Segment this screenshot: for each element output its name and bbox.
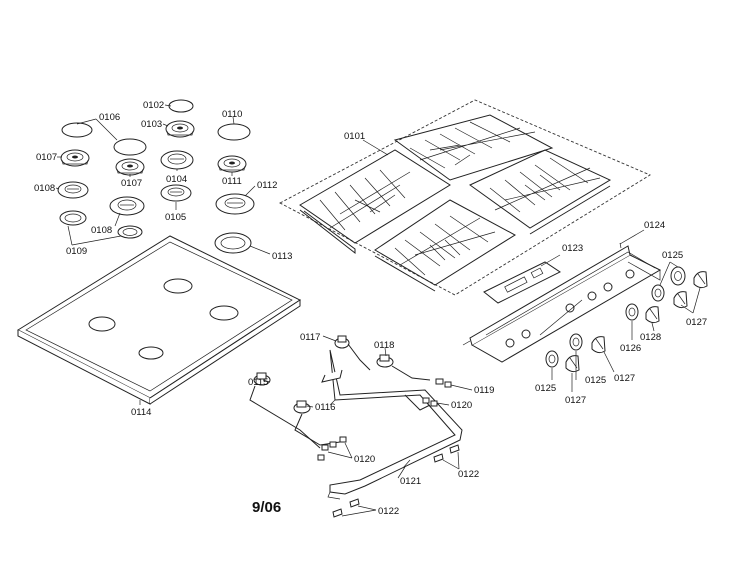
- burner-head-0107-mid: [115, 158, 145, 176]
- label-0125-c: 0125: [585, 375, 606, 386]
- knob-ring-0126: [625, 303, 639, 321]
- label-0125-a: 0125: [662, 250, 683, 261]
- label-0112: 0112: [257, 180, 277, 191]
- label-0106: 0106: [99, 112, 120, 123]
- label-0122-a: 0122: [458, 469, 479, 480]
- knob-ring-0125-a: [545, 350, 559, 368]
- label-0110: 0110: [222, 109, 242, 120]
- burner-parts-group: [55, 99, 271, 255]
- knob-0127-b: [591, 336, 606, 354]
- knob-0128: [645, 306, 660, 324]
- label-0121: 0121: [400, 476, 421, 487]
- knob-ring-0125-b: [569, 333, 583, 351]
- fitting-0120-a: [422, 397, 438, 407]
- label-0115: 0115: [248, 377, 268, 388]
- clip-0122-a: [433, 444, 460, 463]
- burner-base-0104: [160, 150, 194, 170]
- label-0109: 0109: [66, 246, 87, 257]
- burner-head-0103: [165, 120, 195, 138]
- label-0127-b: 0127: [614, 373, 635, 384]
- label-0127-c: 0127: [565, 395, 586, 406]
- valve-0117: [334, 335, 371, 371]
- date-code: 9/06: [252, 499, 281, 516]
- burner-head-0111: [217, 155, 247, 173]
- burner-head-0107-left: [60, 149, 90, 167]
- label-0117: 0117: [300, 332, 320, 343]
- label-0120-a: 0120: [451, 400, 472, 411]
- label-0119: 0119: [474, 385, 494, 396]
- clip-0122-b: [332, 498, 360, 518]
- label-0101: 0101: [344, 131, 365, 142]
- gas-manifold-group: [249, 335, 473, 518]
- valve-0118: [376, 354, 431, 381]
- valve-0116: [293, 400, 341, 446]
- part-labels: 0101 0102 0103 0104 0105 0106 0107 0107 …: [34, 100, 707, 517]
- cooktop-panel-0114: [16, 235, 302, 405]
- label-0105: 0105: [165, 212, 186, 223]
- label-0111: 0111: [222, 176, 242, 187]
- label-0120-b: 0120: [354, 454, 375, 465]
- grates-0101: [279, 99, 651, 296]
- label-0125-b: 0125: [535, 383, 556, 394]
- label-0104: 0104: [166, 174, 187, 185]
- burner-base-0108-mid: [109, 196, 145, 216]
- label-0122-b: 0122: [378, 506, 399, 517]
- knob-0127-a: [565, 355, 580, 373]
- knob-0127-c: [673, 291, 688, 309]
- burner-cap-0102: [168, 99, 194, 113]
- label-0116: 0116: [315, 402, 335, 413]
- label-0124: 0124: [644, 220, 665, 231]
- sealing-ring-0109-right: [117, 225, 143, 239]
- label-0126: 0126: [620, 343, 641, 354]
- label-0123: 0123: [562, 243, 583, 254]
- label-0118: 0118: [374, 340, 394, 351]
- sealing-ring-0109-left: [59, 210, 87, 226]
- label-0103: 0103: [141, 119, 162, 130]
- knob-ring-0125-d: [670, 266, 686, 286]
- display-module-0123: [483, 254, 561, 304]
- fitting-0120-b: [317, 436, 347, 461]
- label-0102: 0102: [143, 100, 164, 111]
- label-0107-b: 0107: [121, 178, 142, 189]
- label-0113: 0113: [272, 251, 292, 262]
- burner-base-0112: [215, 193, 255, 215]
- knobs-group: [545, 261, 708, 392]
- burner-cap-0106: [61, 122, 93, 138]
- burner-cap-plain: [113, 138, 147, 156]
- label-0108-a: 0108: [34, 183, 55, 194]
- burner-cap-0110: [217, 123, 251, 141]
- sealing-ring-0113: [214, 232, 252, 254]
- knob-0127-d: [693, 271, 708, 289]
- burner-base-0105: [160, 184, 192, 202]
- leader-lines-burners: [55, 104, 271, 255]
- fitting-0119: [435, 378, 452, 388]
- label-0107-a: 0107: [36, 152, 57, 163]
- burner-base-0108-left: [57, 181, 89, 199]
- control-panel-0124: [462, 229, 662, 363]
- label-0114: 0114: [131, 407, 151, 418]
- label-0108-b: 0108: [91, 225, 112, 236]
- label-0128: 0128: [640, 332, 661, 343]
- knob-ring-0125-c: [651, 284, 665, 302]
- label-0127-a: 0127: [686, 317, 707, 328]
